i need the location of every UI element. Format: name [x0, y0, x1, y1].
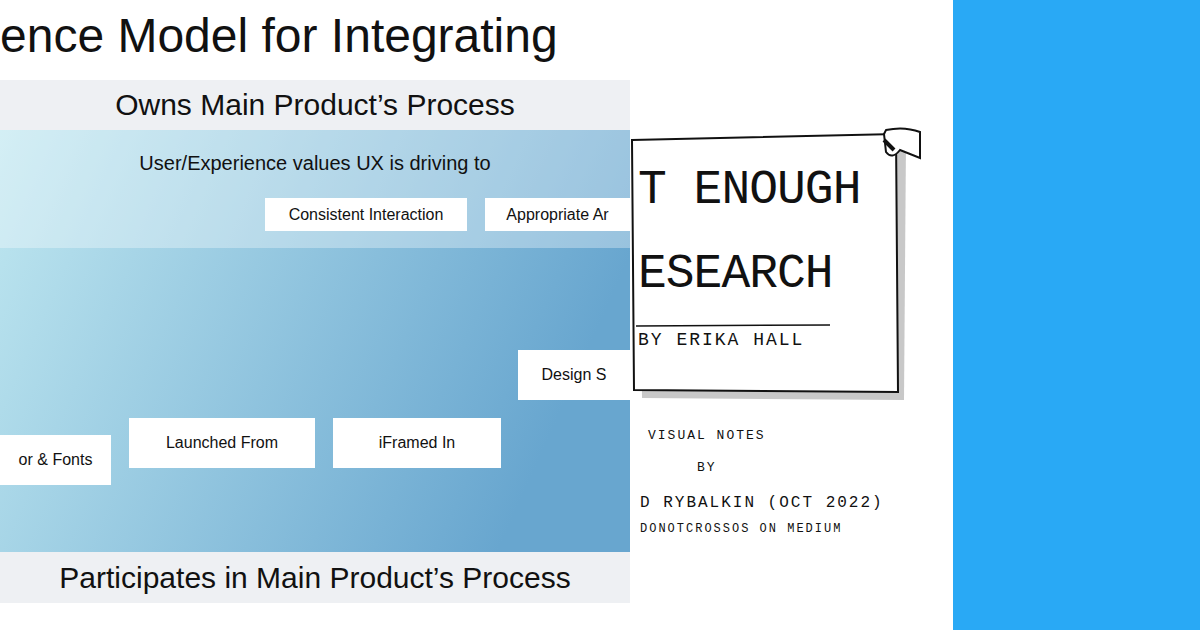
notes-label: VISUAL NOTES	[648, 428, 766, 443]
node-text: Design S	[542, 366, 607, 384]
node-text: Appropriate Ar	[506, 206, 608, 224]
author-label: D RYBALKIN (OCT 2022)	[640, 494, 884, 512]
scroll-curl-shade	[884, 140, 894, 150]
scroll-outline	[632, 134, 898, 392]
title-underline	[636, 325, 830, 326]
node-text: Launched From	[166, 434, 278, 452]
feature-box: iFramed In	[333, 418, 501, 468]
node-text: Participates in Main Product’s Process	[59, 561, 570, 595]
notes-label: BY	[697, 460, 717, 475]
node-text: T ENOUGH ESEARCH	[638, 148, 888, 316]
node-text: iFramed In	[379, 434, 455, 452]
node-text: User/Experience values UX is driving to	[0, 152, 630, 175]
book-title-scroll: T ENOUGH ESEARCH BY ERIKA HALL	[638, 148, 894, 384]
feature-box: Launched From	[129, 418, 315, 468]
node-text: Consistent Interaction	[289, 206, 444, 224]
node-text: Owns Main Product’s Process	[115, 88, 515, 122]
scroll-curl	[884, 128, 920, 158]
gradient-panel	[0, 130, 630, 552]
header-band: Owns Main Product’s Process	[0, 80, 630, 130]
feature-box: Design S	[518, 350, 630, 400]
source-label: DONOTCROSSOS ON MEDIUM	[640, 522, 842, 536]
node-text: or & Fonts	[19, 451, 93, 469]
sketch-ground	[630, 0, 953, 630]
value-box: Consistent Interaction	[265, 198, 467, 231]
blue-panel	[953, 0, 1200, 630]
feature-box: or & Fonts	[0, 435, 111, 485]
values-band: User/Experience values UX is driving to C…	[0, 130, 630, 248]
value-box: Appropriate Ar	[485, 198, 630, 231]
slide-title: ence Model for Integrating	[0, 8, 558, 63]
footer-band: Participates in Main Product’s Process	[0, 552, 630, 603]
node-subtext: BY ERIKA HALL	[638, 330, 894, 350]
